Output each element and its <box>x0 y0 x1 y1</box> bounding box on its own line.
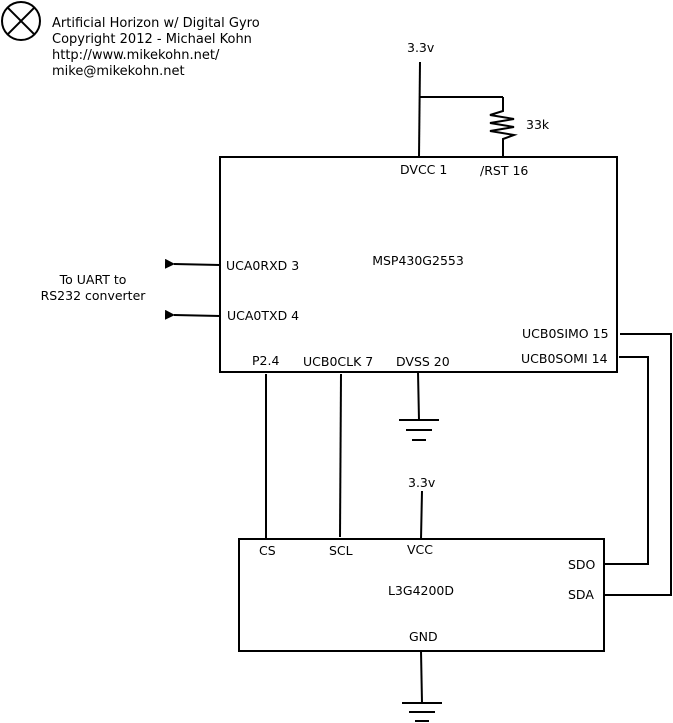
pin-scl: SCL <box>329 543 353 558</box>
circled-x-icon <box>1 1 41 41</box>
gyro-vcc-wire <box>420 490 423 540</box>
header-title: Artificial Horizon w/ Digital Gyro <box>52 16 260 31</box>
resistor-33k <box>489 97 518 157</box>
pin-vcc: VCC <box>407 542 433 557</box>
pin-dvcc: DVCC 1 <box>400 162 447 177</box>
top-supply-label: 3.3v <box>407 40 435 55</box>
pin-p24: P2.4 <box>252 353 279 368</box>
mcu-name: MSP430G2553 <box>372 253 464 268</box>
mcu-ground-symbol <box>399 419 439 441</box>
gyro-supply-label: 3.3v <box>408 475 436 490</box>
pin-cs: CS <box>259 543 276 558</box>
scl-wire <box>339 373 342 538</box>
pin-ucb0somi: UCB0SOMI 14 <box>521 351 608 366</box>
pin-gnd: GND <box>409 629 438 644</box>
uart-tx-arrow <box>164 309 221 320</box>
resistor-label: 33k <box>526 117 550 132</box>
pin-uca0rxd: UCA0RXD 3 <box>226 258 299 273</box>
mcu-gnd-wire <box>417 371 420 421</box>
pin-dvss: DVSS 20 <box>396 354 450 369</box>
header-url: http://www.mikekohn.net/ <box>52 48 220 63</box>
uart-note-line2: RS232 converter <box>41 288 147 303</box>
uart-note-line1: To UART to <box>59 272 127 287</box>
header-email: mike@mikekohn.net <box>52 64 185 79</box>
header-copyright: Copyright 2012 - Michael Kohn <box>52 32 252 47</box>
pin-sda: SDA <box>568 587 594 602</box>
somi-sdo-wire <box>604 356 649 565</box>
uart-rx-arrow <box>164 258 221 269</box>
simo-sda-wire <box>604 333 672 596</box>
gyro-gnd-wire <box>420 650 423 704</box>
pin-uca0txd: UCA0TXD 4 <box>227 308 299 323</box>
dvcc-wire <box>418 61 421 158</box>
pin-sdo: SDO <box>568 557 596 572</box>
pin-ucb0clk: UCB0CLK 7 <box>303 354 373 369</box>
pin-ucb0simo: UCB0SIMO 15 <box>522 326 609 341</box>
pin-rst: /RST 16 <box>480 163 528 178</box>
gyro-name: L3G4200D <box>388 583 454 598</box>
gyro-ground-symbol <box>402 702 442 722</box>
